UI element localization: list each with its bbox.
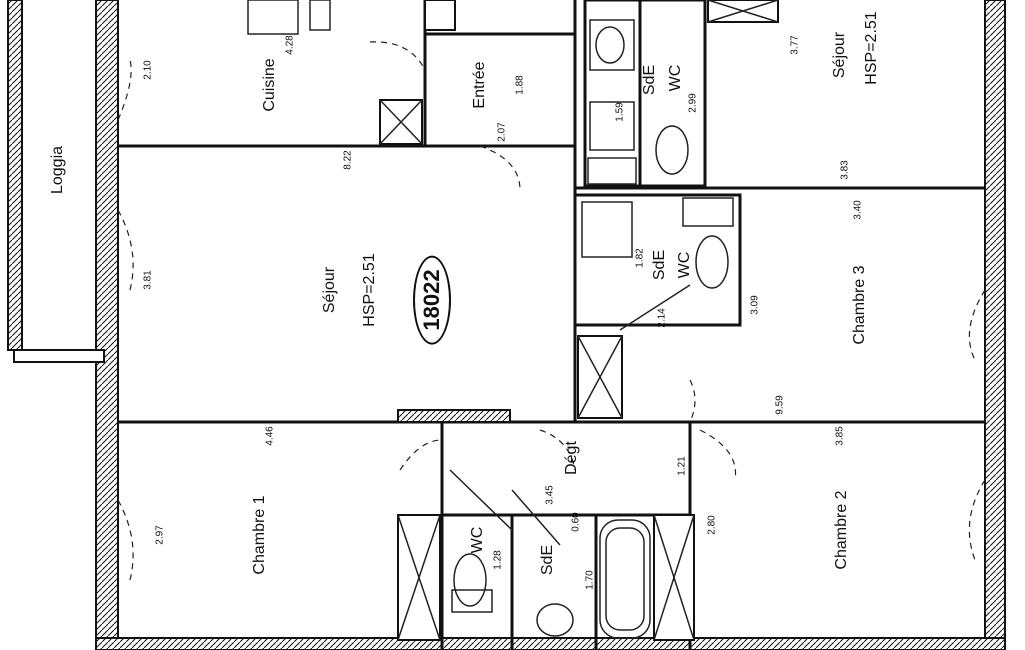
basin-top-bowl [595, 26, 625, 64]
door-swing-right-2 [968, 479, 986, 561]
door-swing-entree [479, 145, 521, 191]
dim-10: 3.09 [749, 295, 761, 315]
shaft-br-x2 [653, 514, 695, 641]
sde-top-box [583, 0, 707, 188]
loggia-rail [13, 349, 105, 363]
outer-wall-left [95, 0, 119, 650]
room-loggia: Loggia [49, 145, 66, 195]
wc-mid-bowl [695, 235, 729, 289]
basin-top [589, 19, 635, 71]
loggia-edge [7, 0, 23, 351]
room-degt: Dégt [563, 441, 580, 475]
top-box-entry [424, 0, 456, 31]
dim-16: 2.80 [706, 515, 718, 535]
plan-badge: 18022 [413, 255, 451, 345]
door-line-sde-mid [619, 284, 691, 331]
room-entree: Entrée [471, 61, 488, 109]
door-swing-loggia-top [117, 59, 132, 121]
dim-6: 3.77 [789, 35, 801, 55]
dim-13: 3.85 [834, 426, 846, 446]
shaft-center-x2 [577, 335, 623, 419]
door-line-wc-bottom [449, 469, 513, 531]
basin-bottom [536, 603, 574, 637]
door-swing-chambre1-window [117, 499, 134, 581]
dim-1: 2.10 [142, 60, 154, 80]
area-entree: 1.88 [514, 75, 526, 95]
wc-top-bowl [655, 125, 689, 175]
door-swing-kitchen [369, 41, 426, 71]
wc-mid-tank [682, 197, 734, 227]
kitchen-sink [309, 0, 331, 31]
dim-18: 0.60 [570, 512, 582, 532]
dim-14: 2.97 [154, 525, 166, 545]
room-chambre1: Chambre 1 [251, 495, 268, 575]
outer-wall-right [984, 0, 1006, 650]
room-chambre3: Chambre 3 [851, 265, 868, 345]
bathtub-inner [605, 527, 645, 631]
wc-bottom-tank [451, 589, 493, 613]
room-wc-top: WC [667, 64, 684, 92]
door-line-sde-bottom [511, 489, 561, 546]
bottom-wall [95, 637, 1006, 650]
door-swing-chambre2 [699, 429, 737, 481]
dim-9: 2.14 [656, 308, 668, 328]
room-sde-bottom: SdE [539, 544, 556, 576]
door-swing-loggia [117, 209, 134, 291]
room-wc-mid: WC [676, 251, 693, 279]
area-sde-mid: 1.82 [634, 248, 646, 268]
shower-mid [581, 201, 633, 258]
kitchen-cooktop [247, 0, 299, 35]
room-sde-top: SdE [641, 64, 658, 96]
door-swing-chambre3 [689, 379, 696, 423]
area-sde-top: 2.99 [687, 93, 699, 113]
shower-top [589, 101, 635, 151]
room-sde-mid: SdE [651, 249, 668, 281]
dim-11: 9.59 [774, 395, 786, 415]
door-swing-degt [539, 429, 576, 471]
room-sejour-main: Séjour [321, 266, 338, 314]
hsp-sejour-top: HSP=2.51 [863, 11, 880, 85]
area-degt: 3.45 [544, 485, 556, 505]
wc-top-tank [587, 157, 637, 185]
shaft-kitchen-x2 [379, 99, 423, 145]
dim-7: 3.83 [839, 160, 851, 180]
room-chambre2: Chambre 2 [833, 490, 850, 570]
shaft-tr-x2 [707, 0, 779, 23]
dim-3: 8.22 [342, 150, 354, 170]
dim-8: 3.40 [852, 200, 864, 220]
area-wc-bottom: 1.28 [492, 550, 504, 570]
dim-15: 1.21 [676, 456, 688, 476]
door-swing-chambre1 [399, 439, 443, 471]
sde-mid-box [573, 193, 742, 327]
dim-12: 4.46 [264, 426, 276, 446]
hsp-sejour-main: HSP=2.51 [361, 253, 378, 327]
area-cuisine: 4.28 [284, 35, 296, 55]
wc-bottom-bowl [453, 553, 487, 607]
dim-2: 2.07 [496, 122, 508, 142]
bathtub [599, 519, 651, 639]
dim-4: 3.81 [142, 270, 154, 290]
room-wc-bottom: WC [469, 526, 486, 554]
dim-17: 1.70 [584, 570, 596, 590]
room-sejour-top: Séjour [831, 31, 848, 79]
room-cuisine: Cuisine [261, 58, 278, 112]
dim-5: 1.59 [614, 102, 626, 122]
wall-segment-hatched [397, 409, 511, 423]
door-swing-right-1 [968, 289, 986, 361]
shaft-bl-x2 [397, 514, 441, 641]
